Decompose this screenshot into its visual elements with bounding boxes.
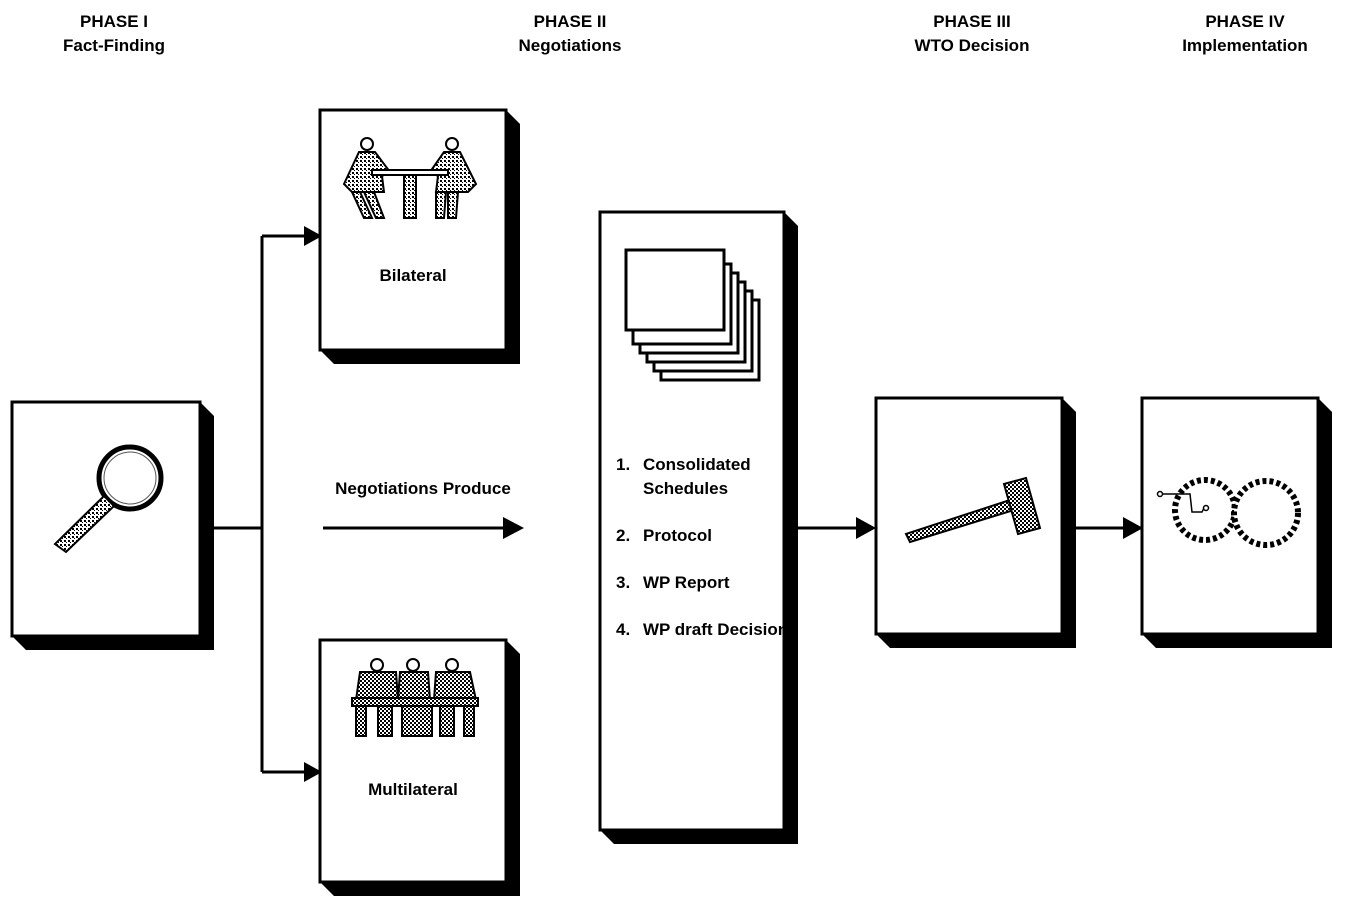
box-bilateral	[318, 108, 520, 364]
phase-3-header: PHASE III WTO Decision	[892, 10, 1052, 58]
phase-2-title: PHASE II	[533, 12, 607, 31]
list-item-text: WP draft Decision	[643, 620, 789, 639]
phase-3-subtitle: WTO Decision	[914, 36, 1030, 55]
phase-2-subtitle: Negotiations	[518, 36, 622, 55]
phase-1-title: PHASE I	[79, 12, 149, 31]
box-wto-decision	[874, 396, 1076, 648]
phase-4-title: PHASE IV	[1205, 12, 1285, 31]
list-item: 2. Protocol	[616, 524, 793, 548]
arrowhead-decision	[856, 517, 876, 539]
two-people-negotiating-icon	[342, 137, 478, 219]
gears-icon	[1156, 477, 1301, 548]
bilateral-label: Bilateral	[379, 266, 447, 285]
gavel-icon	[904, 476, 1042, 544]
arrowhead-bilateral	[304, 226, 322, 246]
outputs-list: 1. Consolidated Schedules 2. Protocol 3.…	[616, 453, 793, 665]
list-item-text: WP Report	[643, 573, 730, 592]
box-fact-finding	[10, 400, 214, 650]
list-item: 4. WP draft Decision	[616, 618, 793, 642]
arrowhead-implementation	[1123, 517, 1143, 539]
list-item-number: 1.	[616, 455, 631, 474]
list-item: 1. Consolidated Schedules	[616, 453, 793, 501]
list-item-number: 2.	[616, 526, 631, 545]
arrowhead-produce	[503, 517, 524, 539]
list-item-text: Protocol	[643, 526, 712, 545]
stacked-documents-icon	[624, 248, 761, 382]
negotiations-produce-label: Negotiations Produce	[335, 479, 511, 498]
phase-4-header: PHASE IV Implementation	[1165, 10, 1325, 58]
phase-1-subtitle: Fact-Finding	[63, 36, 165, 55]
phase-4-subtitle: Implementation	[1182, 36, 1308, 55]
list-item: 3. WP Report	[616, 571, 793, 595]
list-item-text: Consolidated Schedules	[643, 455, 751, 498]
phase-3-title: PHASE III	[933, 12, 1011, 31]
list-item-number: 3.	[616, 573, 631, 592]
list-item-number: 4.	[616, 620, 631, 639]
phase-1-header: PHASE I Fact-Finding	[34, 10, 194, 58]
magnifier-icon	[53, 444, 164, 554]
group-meeting-icon	[351, 658, 479, 737]
multilateral-label: Multilateral	[368, 780, 458, 799]
arrowhead-multilateral	[304, 762, 322, 782]
phase-2-header: PHASE II Negotiations	[490, 10, 650, 58]
